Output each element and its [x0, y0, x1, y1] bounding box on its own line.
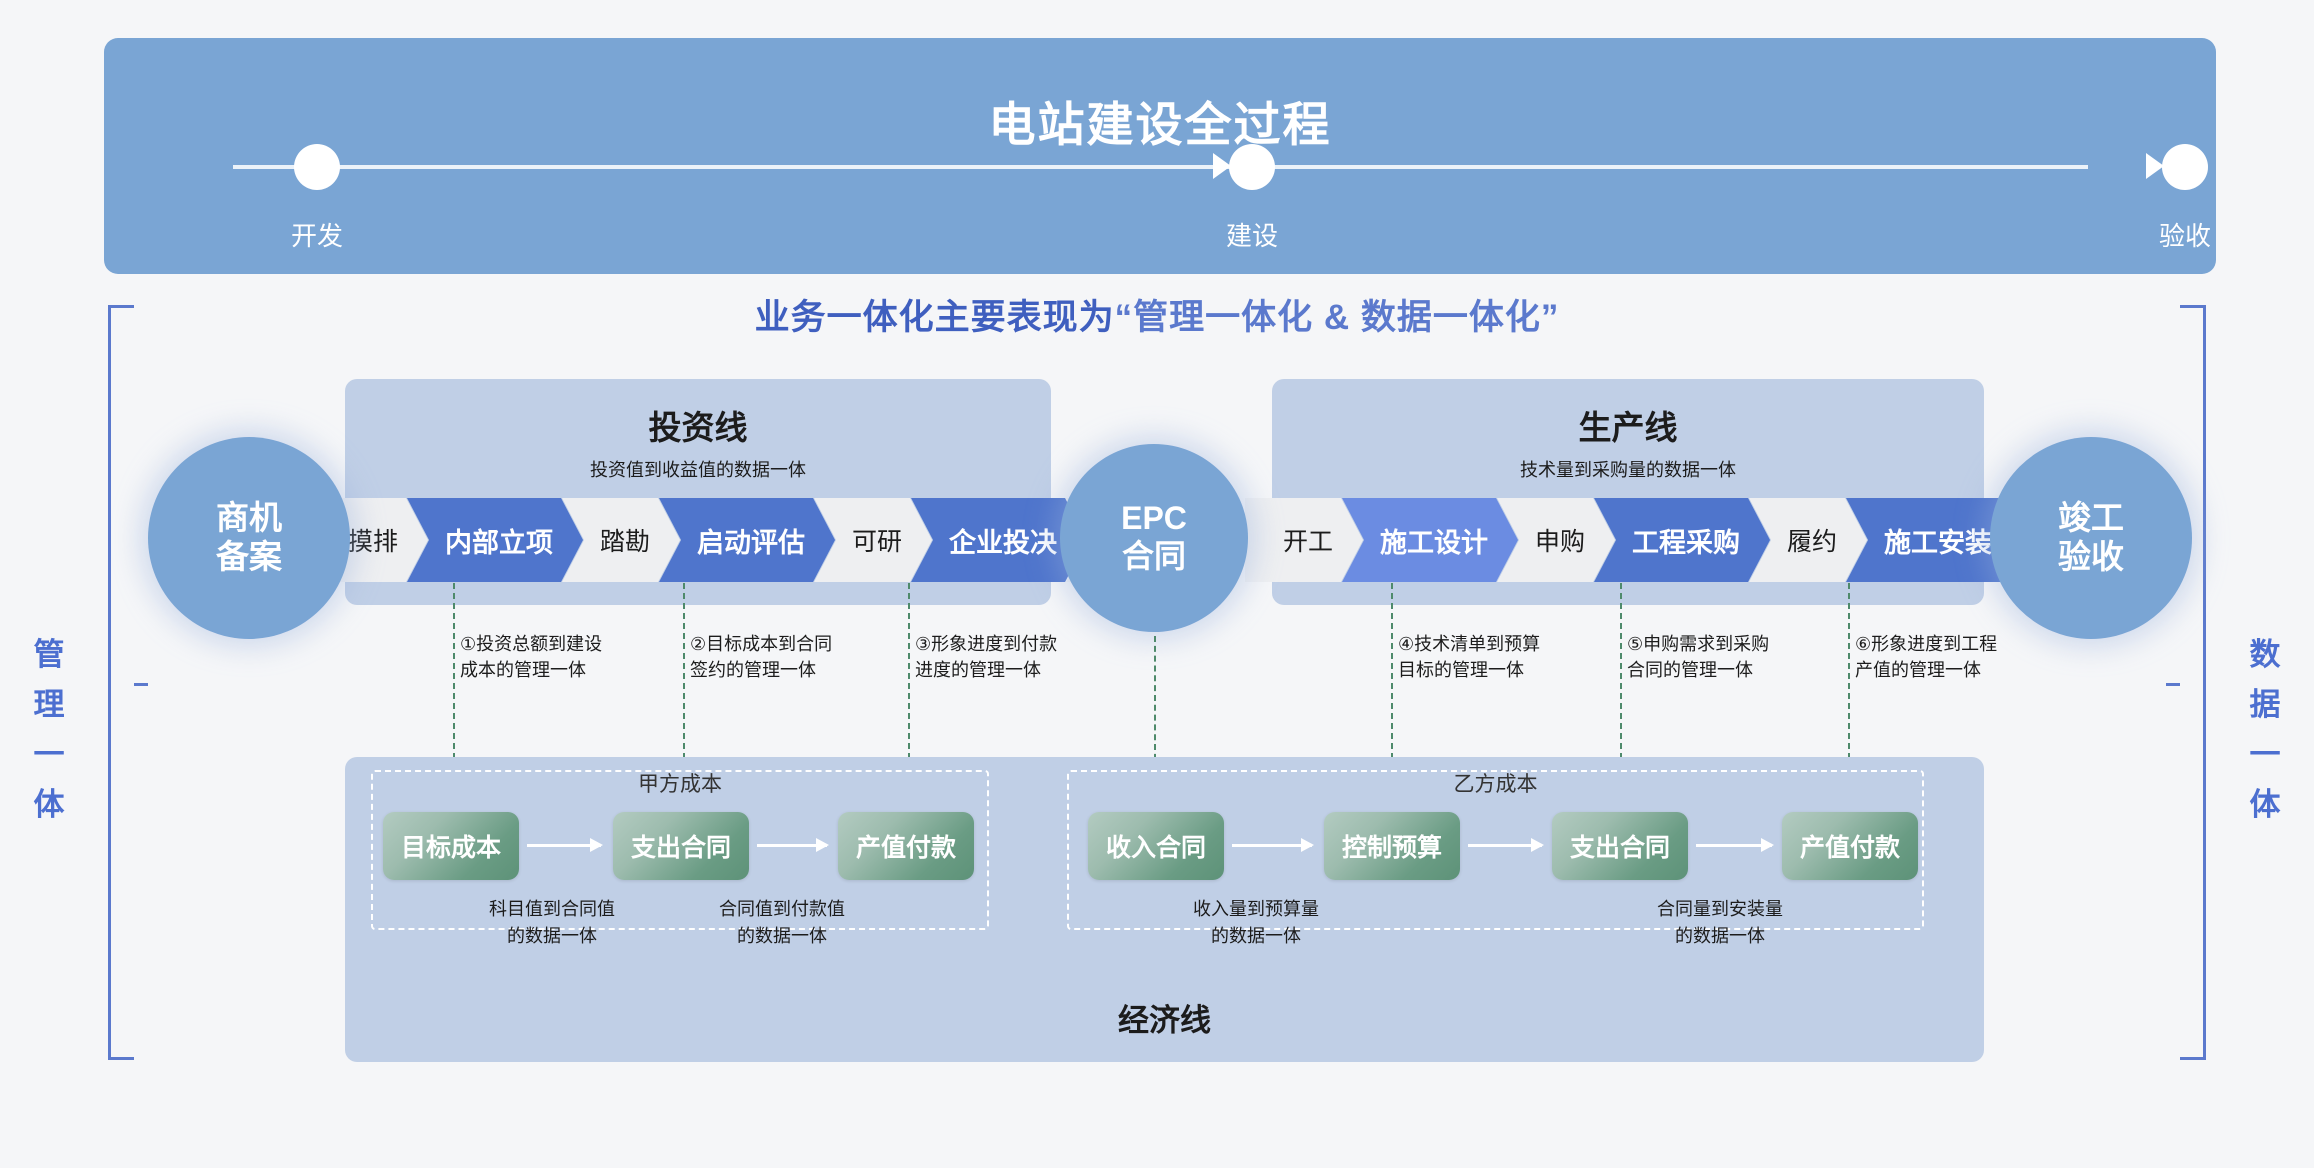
management-note-4: ④技术清单到预算 目标的管理一体	[1398, 631, 1608, 683]
econ-note-a2: 合同值到付款值 的数据一体	[682, 896, 882, 950]
bracket-management	[108, 305, 148, 1060]
econ-note-b2-line1: 合同量到安装量	[1657, 899, 1783, 919]
chevron-step-investment-6[interactable]: 企业投决	[911, 498, 1087, 582]
chevron-step-production-2[interactable]: 施工设计	[1342, 498, 1518, 582]
econ-arrow-a1-icon	[527, 838, 603, 852]
economic-group-party-b-label: 乙方成本	[1453, 773, 1538, 796]
management-note-3-line1: ③形象进度到付款	[915, 634, 1058, 654]
econ-box-expense-contract-b[interactable]: 支出合同	[1552, 812, 1688, 880]
bracket-data	[2166, 305, 2206, 1060]
management-note-6-line1: ⑥形象进度到工程	[1855, 634, 1998, 654]
chevron-step-investment-4[interactable]: 启动评估	[659, 498, 835, 582]
panel-economic-title: 经济线	[1118, 1003, 1211, 1038]
chevron-step-investment-3[interactable]: 踏勘	[562, 498, 680, 582]
econ-note-a1-line1: 科目值到合同值	[489, 899, 615, 919]
connector-4	[1391, 583, 1393, 809]
econ-arrow-b2-icon	[1468, 838, 1544, 852]
timeline-dot-3-icon	[2162, 144, 2208, 190]
timeline-label-construction: 建设	[1225, 221, 1278, 251]
connector-3	[908, 583, 910, 809]
lane-investment-subtitle: 投资值到收益值的数据一体	[590, 460, 806, 480]
connector-5	[1620, 583, 1622, 809]
econ-note-a2-line1: 合同值到付款值	[719, 899, 845, 919]
econ-box-income-contract[interactable]: 收入合同	[1088, 812, 1224, 880]
econ-note-b2-line2: 的数据一体	[1675, 926, 1765, 946]
econ-note-a1-line2: 的数据一体	[507, 926, 597, 946]
management-note-2-line2: 签约的管理一体	[690, 660, 816, 681]
subtitle-prefix: 业务一体化主要表现为	[754, 298, 1115, 337]
timeline-track	[233, 165, 2088, 169]
management-note-6-line2: 产值的管理一体	[1855, 660, 1981, 681]
timeline-label-acceptance: 验收	[2158, 221, 2211, 251]
management-note-1: ①投资总额到建设 成本的管理一体	[460, 631, 670, 683]
chevron-step-production-1[interactable]: 开工	[1245, 498, 1363, 582]
econ-box-output-payment-a[interactable]: 产值付款	[838, 812, 974, 880]
management-note-5-line1: ⑤申购需求到采购	[1627, 634, 1770, 654]
management-note-1-line2: 成本的管理一体	[460, 660, 586, 681]
econ-box-target-cost[interactable]: 目标成本	[383, 812, 519, 880]
econ-arrow-b3-icon	[1696, 838, 1774, 852]
subtitle-quoted: “管理一体化 & 数据一体化”	[1114, 298, 1560, 337]
management-note-4-line1: ④技术清单到预算	[1398, 634, 1541, 654]
management-note-3: ③形象进度到付款 进度的管理一体	[915, 631, 1125, 683]
econ-box-control-budget[interactable]: 控制预算	[1324, 812, 1460, 880]
timeline-arrow-1-icon	[1213, 153, 1231, 179]
lane-investment-title: 投资线	[648, 409, 748, 446]
chevron-step-production-4[interactable]: 工程采购	[1594, 498, 1770, 582]
section-subtitle: 业务一体化主要表现为“管理一体化 & 数据一体化”	[0, 289, 2314, 340]
chevron-strip-production: 开工 施工设计 申购 工程采购 履约 施工安装 并网	[1245, 498, 2120, 582]
management-note-1-line1: ①投资总额到建设	[460, 634, 603, 654]
econ-note-b1-line1: 收入量到预算量	[1193, 899, 1319, 919]
econ-box-output-payment-b[interactable]: 产值付款	[1782, 812, 1918, 880]
connector-6	[1848, 583, 1850, 809]
management-note-4-line2: 目标的管理一体	[1398, 660, 1524, 681]
econ-note-b1-line2: 的数据一体	[1211, 926, 1301, 946]
econ-note-b2: 合同量到安装量 的数据一体	[1620, 896, 1820, 950]
panel-economic: 经济线	[345, 757, 1984, 1062]
econ-note-a2-line2: 的数据一体	[737, 926, 827, 946]
timeline-dot-1-icon	[294, 144, 340, 190]
connector-2	[683, 583, 685, 809]
management-note-3-line2: 进度的管理一体	[915, 660, 1041, 681]
economic-group-party-a: 甲方成本	[371, 770, 989, 930]
page-title: 电站建设全过程	[988, 98, 1332, 151]
management-note-2-line1: ②目标成本到合同	[690, 634, 833, 654]
lane-production-title: 生产线	[1578, 409, 1678, 446]
chevron-step-investment-2[interactable]: 内部立项	[407, 498, 583, 582]
economic-group-party-a-label: 甲方成本	[638, 773, 722, 796]
timeline-label-development: 开发	[290, 221, 343, 251]
node-epc-contract[interactable]: EPC 合同	[1060, 444, 1248, 632]
lane-production-subtitle: 技术量到采购量的数据一体	[1520, 460, 1736, 480]
timeline-dot-2-icon	[1229, 144, 1275, 190]
node-completion-acceptance[interactable]: 竣工 验收	[1990, 437, 2192, 639]
side-label-management: 管理一体	[33, 637, 65, 822]
side-label-data: 数据一体	[2249, 637, 2281, 822]
econ-note-a1: 科目值到合同值 的数据一体	[452, 896, 652, 950]
chevron-strip-investment: 摸排 内部立项 踏勘 启动评估 可研 企业投决 建设	[310, 498, 1185, 582]
management-note-5-line2: 合同的管理一体	[1627, 660, 1753, 681]
bracket-tick-left-icon	[134, 682, 148, 686]
connector-epc	[1154, 636, 1156, 809]
management-note-6: ⑥形象进度到工程 产值的管理一体	[1855, 631, 2065, 683]
econ-arrow-a2-icon	[757, 838, 829, 852]
connector-1	[453, 583, 455, 809]
econ-box-expense-contract[interactable]: 支出合同	[613, 812, 749, 880]
econ-arrow-b1-icon	[1232, 838, 1314, 852]
timeline-arrow-2-icon	[2146, 153, 2164, 179]
bracket-tick-right-icon	[2166, 682, 2180, 686]
econ-note-b1: 收入量到预算量 的数据一体	[1156, 896, 1356, 950]
chevron-step-production-5[interactable]: 履约	[1749, 498, 1867, 582]
management-note-5: ⑤申购需求到采购 合同的管理一体	[1627, 631, 1837, 683]
process-banner: 电站建设全过程 开发 建设 验收	[104, 38, 2216, 274]
economic-group-party-b: 乙方成本	[1067, 770, 1924, 930]
management-note-2: ②目标成本到合同 签约的管理一体	[690, 631, 900, 683]
node-business-opportunity[interactable]: 商机 备案	[148, 437, 350, 639]
